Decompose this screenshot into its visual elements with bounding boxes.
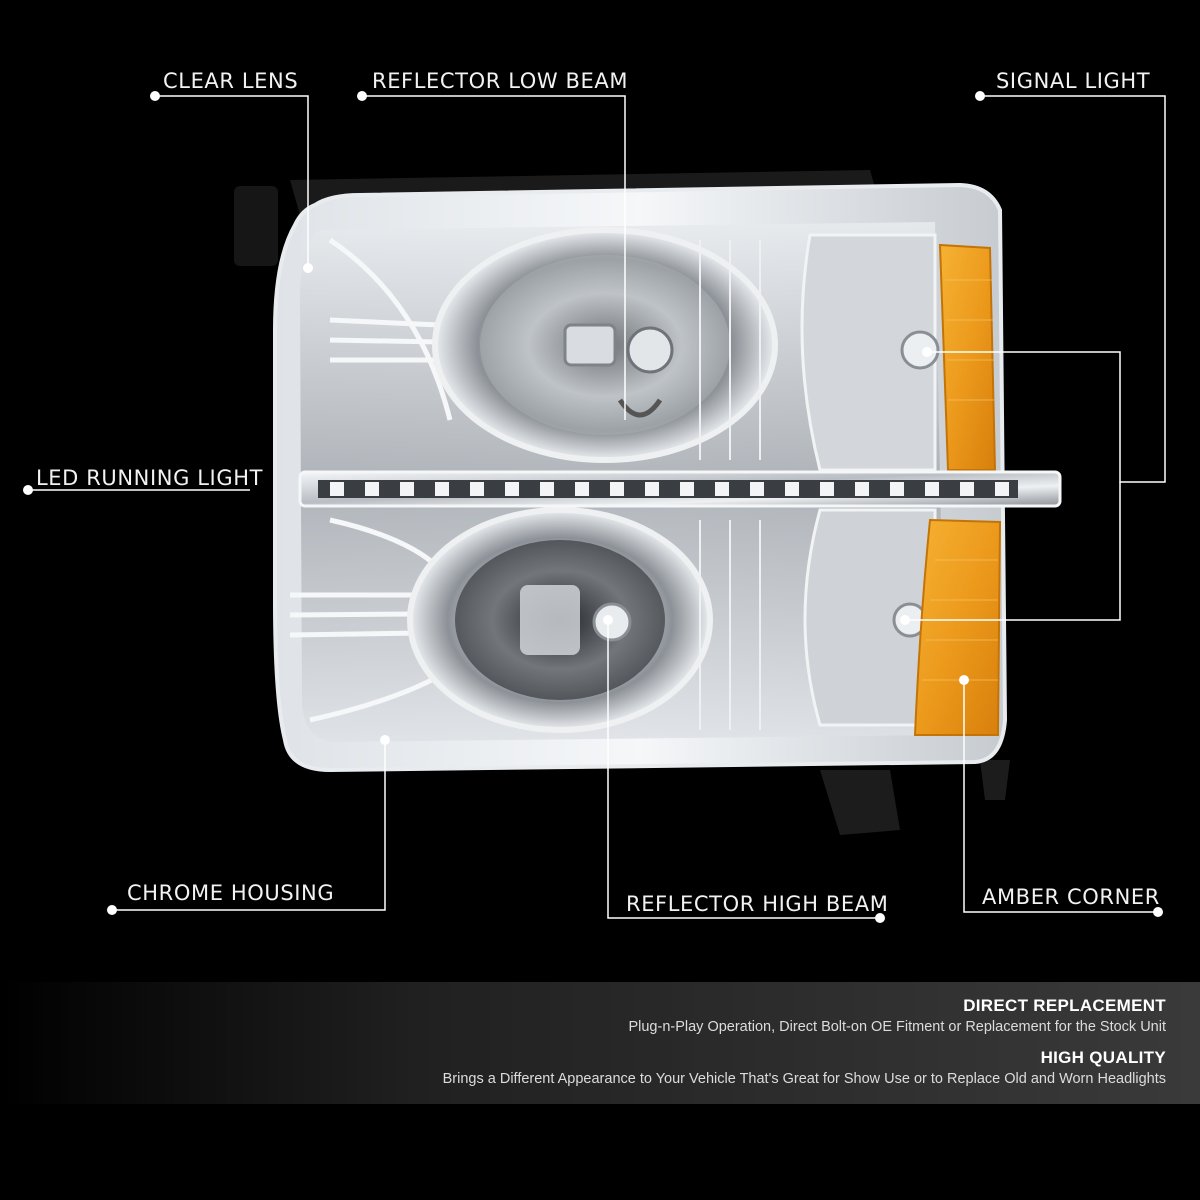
feature-text: Plug-n-Play Operation, Direct Bolt-on OE…: [628, 1019, 1166, 1035]
side-reflectors: [699, 233, 940, 730]
low-beam-reflector: [432, 227, 778, 463]
clear-lens-dot: [150, 91, 160, 101]
callout-led-running-light: LED RUNNING LIGHT: [36, 466, 264, 490]
callout-reflector-high-beam: REFLECTOR HIGH BEAM: [626, 892, 889, 916]
high-beam-end-dot: [603, 615, 613, 625]
callout-amber-corner: AMBER CORNER: [982, 885, 1160, 909]
led-running-light-dot: [23, 485, 33, 495]
signal-light-dot: [975, 91, 985, 101]
signal-light-end-dot: [922, 347, 932, 357]
callout-reflector-low-beam: REFLECTOR LOW BEAM: [372, 69, 629, 93]
chrome-housing-end-dot: [380, 735, 390, 745]
callout-clear-lens: CLEAR LENS: [163, 69, 299, 93]
high-beam-reflector: [407, 507, 713, 733]
chrome-housing-dot: [107, 905, 117, 915]
feature-band: DIRECT REPLACEMENT Plug-n-Play Operation…: [0, 982, 1200, 1104]
feature-high-quality: HIGH QUALITY Brings a Different Appearan…: [443, 1048, 1166, 1087]
high-beam-dot: [875, 913, 885, 923]
callout-lines: [28, 95, 1166, 919]
clear-lens-end-dot: [303, 263, 313, 273]
led-bar: [298, 470, 1062, 508]
feature-title: DIRECT REPLACEMENT: [963, 996, 1166, 1015]
amber-corner-dot: [1153, 907, 1163, 917]
amber-corner-end-dot: [959, 675, 969, 685]
callout-chrome-housing: CHROME HOUSING: [127, 881, 335, 905]
side-fins: [289, 237, 453, 723]
callout-signal-light: SIGNAL LIGHT: [996, 69, 1151, 93]
amber-upper-end-dot: [900, 615, 910, 625]
low-beam-dot: [357, 91, 367, 101]
amber-lenses: [913, 243, 1002, 736]
feature-title: HIGH QUALITY: [1040, 1048, 1166, 1067]
feature-direct-replacement: DIRECT REPLACEMENT Plug-n-Play Operation…: [628, 996, 1166, 1035]
feature-text: Brings a Different Appearance to Your Ve…: [442, 1071, 1166, 1087]
